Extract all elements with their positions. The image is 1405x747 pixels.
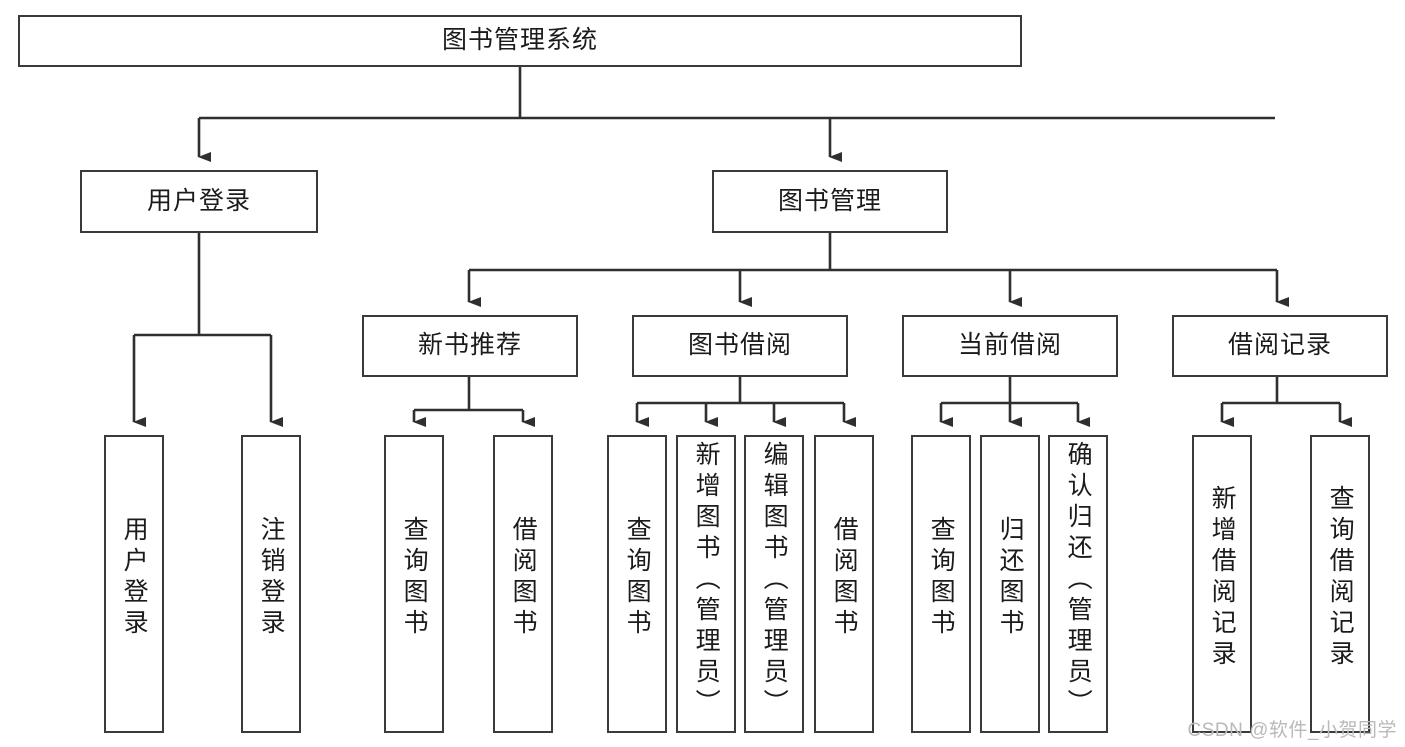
leaf-borrow-query-book[interactable]: 查询图书 bbox=[607, 435, 667, 733]
node-label: 查询图书 bbox=[400, 516, 429, 640]
node-root-system[interactable]: 图书管理系统 bbox=[18, 15, 1022, 67]
node-label: 当前借阅 bbox=[957, 331, 1062, 360]
node-label: 归还图书 bbox=[996, 516, 1025, 640]
node-label: 新书推荐 bbox=[417, 331, 522, 360]
leaf-record-query-record[interactable]: 查询借阅记录 bbox=[1310, 435, 1370, 733]
node-label: 查询借阅记录 bbox=[1326, 485, 1355, 671]
node-label: 编辑图书（管理员） bbox=[760, 441, 789, 720]
node-label: 用户登录 bbox=[146, 186, 251, 215]
node-current-borrow[interactable]: 当前借阅 bbox=[902, 315, 1118, 377]
node-label: 用户登录 bbox=[120, 516, 149, 640]
leaf-current-query-book[interactable]: 查询图书 bbox=[911, 435, 971, 733]
leaf-borrow-borrow-book[interactable]: 借阅图书 bbox=[814, 435, 874, 733]
node-new-book-recommend[interactable]: 新书推荐 bbox=[362, 315, 578, 377]
node-label: 图书借阅 bbox=[687, 331, 792, 360]
leaf-current-return-book[interactable]: 归还图书 bbox=[980, 435, 1040, 733]
leaf-current-confirm-return-admin[interactable]: 确认归还（管理员） bbox=[1048, 435, 1108, 733]
node-book-borrow[interactable]: 图书借阅 bbox=[632, 315, 848, 377]
node-label: 图书管理系统 bbox=[441, 26, 598, 55]
node-label: 新增借阅记录 bbox=[1208, 485, 1237, 671]
node-label: 借阅图书 bbox=[509, 516, 538, 640]
node-book-management[interactable]: 图书管理 bbox=[712, 170, 948, 233]
leaf-user-login-logout[interactable]: 注销登录 bbox=[241, 435, 301, 733]
leaf-borrow-add-book-admin[interactable]: 新增图书（管理员） bbox=[676, 435, 736, 733]
node-label: 借阅图书 bbox=[830, 516, 859, 640]
node-label: 图书管理 bbox=[777, 186, 882, 215]
leaf-user-login-login[interactable]: 用户登录 bbox=[104, 435, 164, 733]
node-label: 查询图书 bbox=[623, 516, 652, 640]
node-label: 确认归还（管理员） bbox=[1064, 441, 1093, 720]
leaf-recommend-borrow-book[interactable]: 借阅图书 bbox=[493, 435, 553, 733]
leaf-record-add-record[interactable]: 新增借阅记录 bbox=[1192, 435, 1252, 733]
node-borrow-record[interactable]: 借阅记录 bbox=[1172, 315, 1388, 377]
node-user-login[interactable]: 用户登录 bbox=[80, 170, 318, 233]
node-label: 查询图书 bbox=[927, 516, 956, 640]
leaf-recommend-query-book[interactable]: 查询图书 bbox=[384, 435, 444, 733]
node-label: 新增图书（管理员） bbox=[692, 441, 721, 720]
node-label: 借阅记录 bbox=[1227, 331, 1332, 360]
node-label: 注销登录 bbox=[257, 516, 286, 640]
leaf-borrow-edit-book-admin[interactable]: 编辑图书（管理员） bbox=[744, 435, 804, 733]
